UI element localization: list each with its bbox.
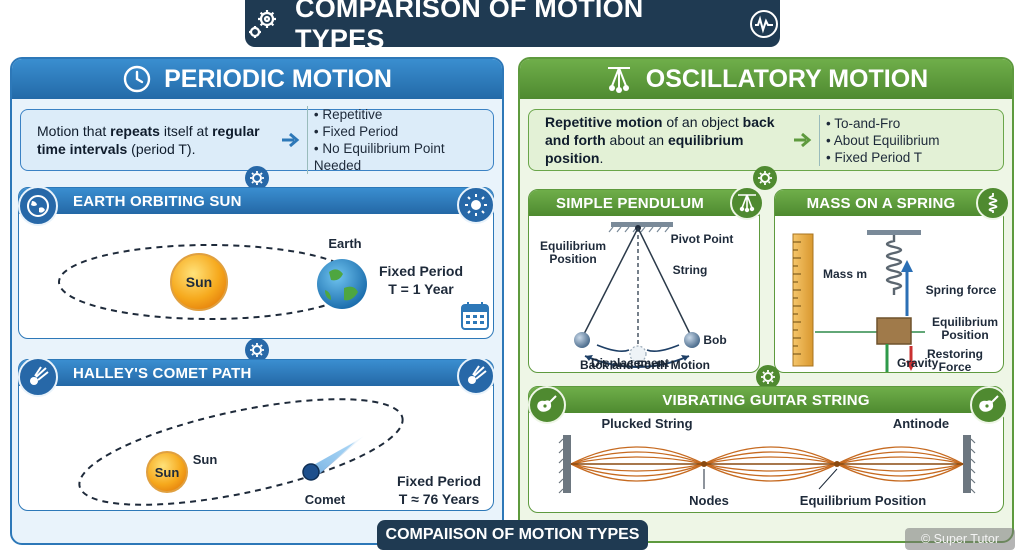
arrow-right-icon	[787, 131, 819, 149]
motion-arrow	[584, 355, 690, 368]
guitar-icon	[528, 386, 566, 424]
comet-orbit-path	[78, 398, 404, 506]
calendar-icon	[461, 302, 489, 330]
earth-period-value: T = 1 Year	[388, 281, 454, 297]
guitar-string-card: VIBRATING GUITAR STRING Plucked String A…	[528, 386, 1004, 513]
pendulum-bob	[684, 332, 700, 348]
sun	[170, 253, 228, 311]
title-bar: COMPARISON OF MOTION TYPES	[245, 0, 780, 54]
plucked-string-label: Plucked String	[601, 416, 692, 431]
mass-label: Mass m	[823, 267, 867, 281]
earth-orbit-heading: EARTH ORBITING SUN	[19, 188, 493, 214]
feature-item: Fixed Period	[314, 123, 493, 140]
periodic-definition: Motion that repeats itself at regular ti…	[20, 106, 494, 174]
watermark: © Super Tutor	[905, 528, 1015, 550]
feature-item: About Equilibrium	[826, 132, 940, 149]
gears-icon	[249, 9, 276, 38]
feature-item: No Equilibrium Point Needed	[314, 140, 493, 174]
earth-period-label: Fixed Period	[379, 263, 463, 279]
sun-label: Sun	[186, 274, 212, 290]
bob-label: Bob	[703, 333, 726, 347]
feature-item: Repetitive	[314, 106, 493, 123]
sun-inner-label: Sun	[155, 465, 180, 480]
earth-orbit-diagram: Sun Earth Fixed Period T = 1 Year	[58, 236, 489, 330]
periodic-definition-text: Motion that repeats itself at regular ti…	[37, 123, 260, 157]
sun-side-label: Sun	[193, 452, 218, 467]
comet-path-diagram: Sun Sun Comet Fixed Period T ≈ 76 Years	[78, 398, 481, 507]
pendulum-icon	[607, 67, 630, 93]
feature-item: To-and-Fro	[826, 115, 940, 132]
node	[701, 461, 707, 467]
comet-label: Comet	[305, 492, 346, 507]
periodic-heading: PERIODIC MOTION	[12, 59, 502, 99]
pendulum-icon	[730, 186, 764, 220]
clock-icon	[123, 65, 151, 93]
sun	[146, 451, 188, 493]
periodic-features: Repetitive Fixed Period No Equilibrium P…	[306, 106, 493, 174]
globe-icon	[18, 186, 58, 226]
motion-label: Back and Forth Motion	[580, 358, 710, 372]
gear-icon	[245, 166, 269, 190]
string-label: String	[673, 263, 708, 277]
feature-item: Fixed Period T	[826, 149, 940, 166]
earth-orbit-card: EARTH ORBITING SUN Sun Earth Fixed Perio…	[18, 187, 494, 339]
comet-path-heading: HALLEY'S COMET PATH	[19, 360, 493, 386]
displacement-label: Displacement	[591, 356, 669, 370]
node	[834, 461, 840, 467]
mass-block	[876, 317, 912, 345]
ruler	[792, 233, 814, 367]
spring-force-label: Spring force	[926, 283, 997, 297]
gravity-label: Gravity	[897, 356, 939, 370]
periodic-panel: PERIODIC MOTION Motion that repeats itse…	[10, 57, 504, 545]
oscillatory-heading: OSCILLATORY MOTION	[520, 59, 1012, 99]
oscillatory-definition: Repetitive motion of an object back and …	[528, 109, 1004, 171]
comet-path-card: HALLEY'S COMET PATH Sun Sun Comet Fixed …	[18, 359, 494, 511]
equilibrium-label: Equilibrium Position	[800, 493, 926, 508]
oscillatory-definition-text: Repetitive motion of an object back and …	[545, 114, 775, 166]
antinode-label: Antinode	[893, 416, 949, 431]
pivot-point-label: Pivot Point	[671, 232, 734, 246]
pendulum-heading: SIMPLE PENDULUM	[529, 190, 759, 216]
comet-icon	[457, 357, 495, 395]
page-title: COMPARISON OF MOTION TYPES	[295, 0, 644, 54]
spring	[885, 235, 903, 295]
oscillatory-features: To-and-Fro About Equilibrium Fixed Perio…	[819, 114, 940, 166]
guitar-string-heading: VIBRATING GUITAR STRING	[529, 387, 1003, 413]
spring-card: MASS ON A SPRING Mass m Spring force Equ…	[774, 189, 1004, 373]
pendulum-bob	[574, 332, 590, 348]
oscillatory-panel: OSCILLATORY MOTION Repetitive motion of …	[518, 57, 1014, 543]
comet	[302, 463, 320, 481]
gear-icon	[753, 166, 777, 190]
comet-icon	[18, 357, 58, 397]
guitar-icon	[970, 386, 1008, 424]
spring-icon	[976, 186, 1010, 220]
footer-title: COMPAIISON OF MOTION TYPES	[377, 520, 648, 550]
earth	[317, 259, 367, 309]
standing-wave	[570, 446, 964, 482]
arrow-right-icon	[275, 131, 307, 149]
wave-cycle-icon	[750, 9, 778, 38]
gear-icon	[245, 338, 269, 362]
sun-icon	[457, 186, 495, 224]
spring-heading: MASS ON A SPRING	[775, 190, 1003, 216]
gear-icon	[756, 365, 780, 389]
earth-label: Earth	[328, 236, 361, 251]
nodes-label: Nodes	[689, 493, 729, 508]
guitar-string-diagram: Plucked String Antinode Nodes Equilibriu…	[558, 416, 976, 508]
comet-period-label: Fixed Period	[397, 473, 481, 489]
comet-period-value: T ≈ 76 Years	[399, 491, 480, 507]
